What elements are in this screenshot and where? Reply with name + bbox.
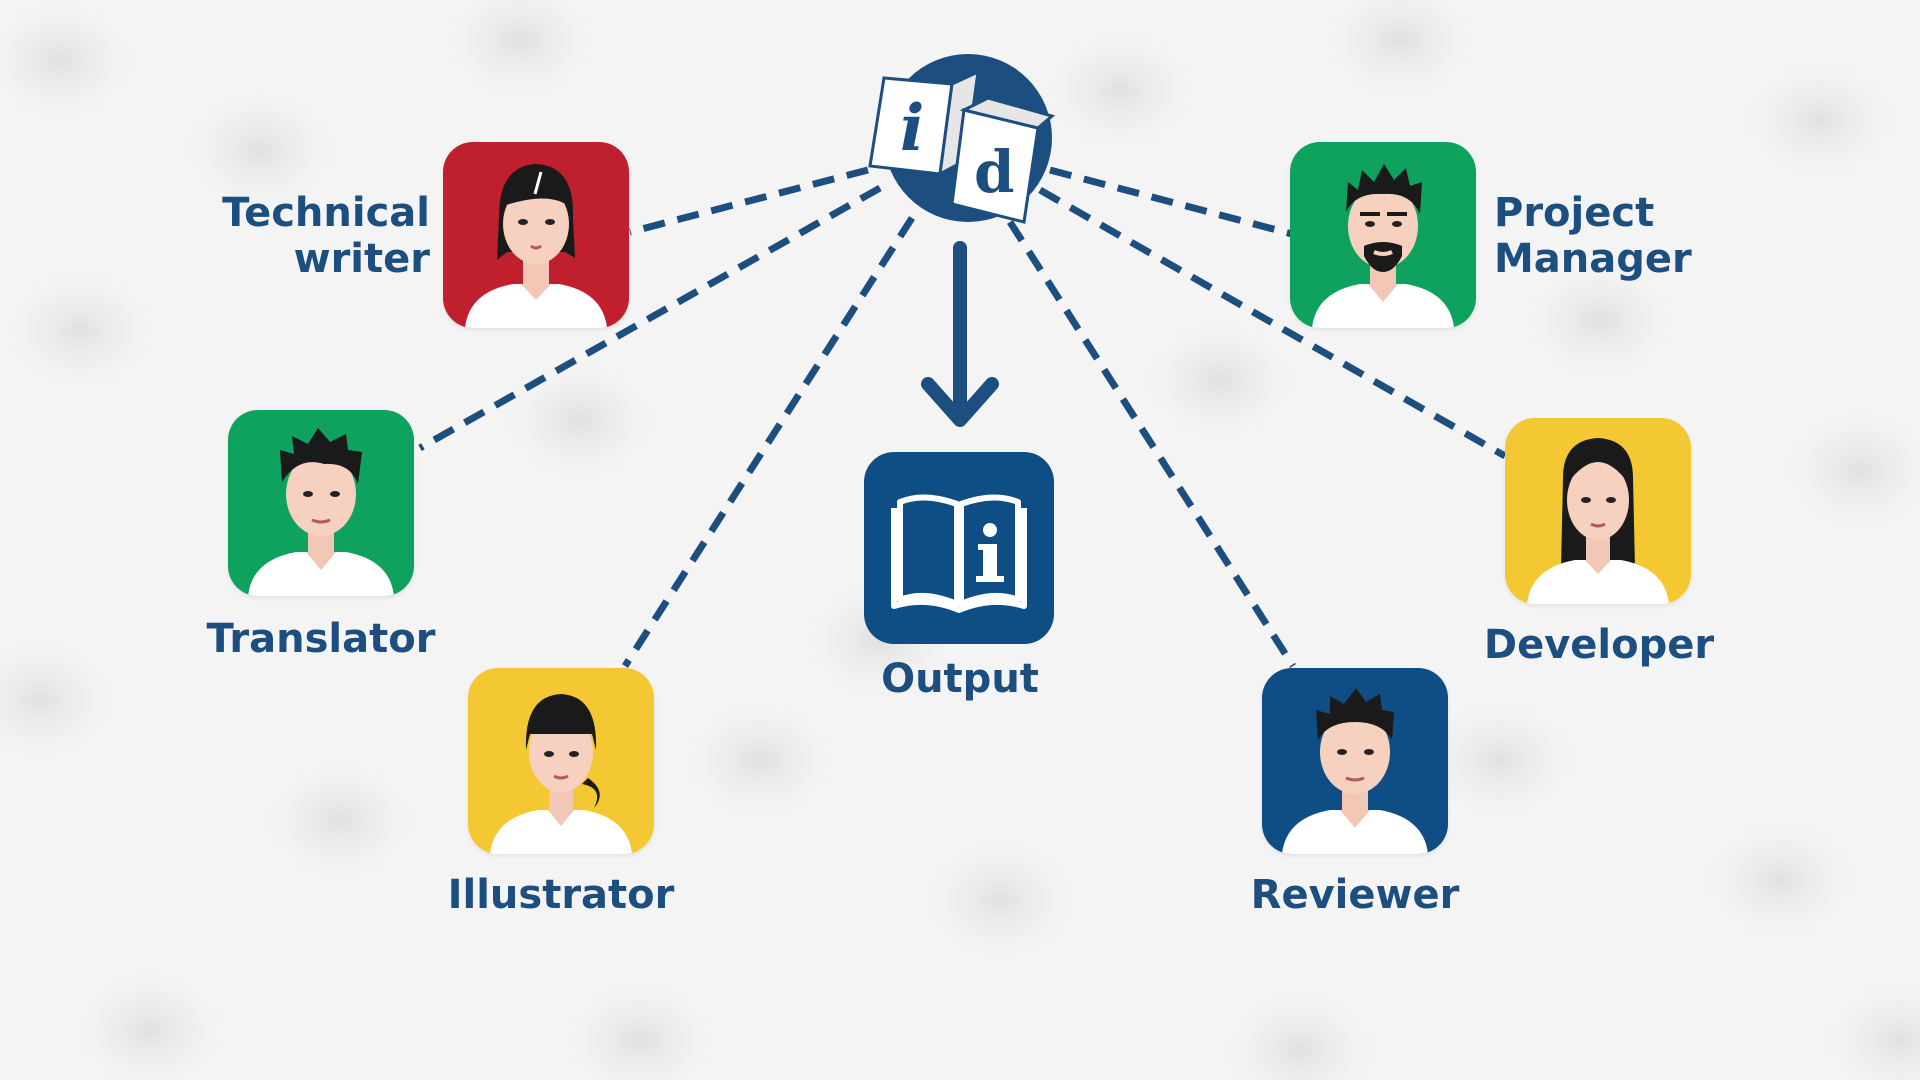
- label-translator: Translator: [206, 616, 436, 662]
- person-icon: [1312, 164, 1454, 328]
- hub-letter-d: d: [974, 138, 1015, 206]
- manual-book-info-icon: [891, 494, 1027, 613]
- person-icon: [1527, 438, 1669, 604]
- label-project-manager-line2: Manager: [1494, 236, 1692, 282]
- connector-illustrator: [622, 216, 915, 668]
- label-technical-writer-line1: Technical: [222, 190, 430, 236]
- label-project-manager-line1: Project: [1494, 190, 1655, 236]
- id-logo-icon: i d: [868, 54, 1056, 224]
- avatar-translator[interactable]: [228, 410, 414, 596]
- avatar-developer[interactable]: [1505, 418, 1691, 604]
- person-icon: [490, 694, 632, 854]
- avatar-project-manager[interactable]: [1290, 142, 1476, 328]
- label-reviewer: Reviewer: [1250, 872, 1460, 918]
- label-illustrator: Illustrator: [447, 872, 675, 918]
- avatar-reviewer[interactable]: [1262, 668, 1448, 854]
- output-tile[interactable]: [864, 452, 1054, 644]
- label-technical-writer-line2: writer: [293, 236, 430, 282]
- connector-developer: [1038, 186, 1507, 460]
- person-icon: [465, 164, 607, 328]
- down-arrow-icon: [921, 241, 999, 427]
- label-project-manager: Project Manager: [1494, 190, 1734, 282]
- hub-letter-i: i: [900, 91, 924, 166]
- connector-project-manager: [1049, 166, 1293, 238]
- label-technical-writer: Technical writer: [150, 190, 430, 282]
- avatar-technical-writer[interactable]: [443, 142, 629, 328]
- connector-reviewer: [1007, 220, 1296, 668]
- connector-translator: [418, 184, 882, 452]
- label-developer: Developer: [1483, 622, 1715, 668]
- output-label: Output: [881, 656, 1039, 702]
- connector-technical-writer: [629, 166, 869, 236]
- person-icon: [248, 428, 394, 596]
- person-icon: [1282, 688, 1428, 854]
- avatar-illustrator[interactable]: [468, 668, 654, 854]
